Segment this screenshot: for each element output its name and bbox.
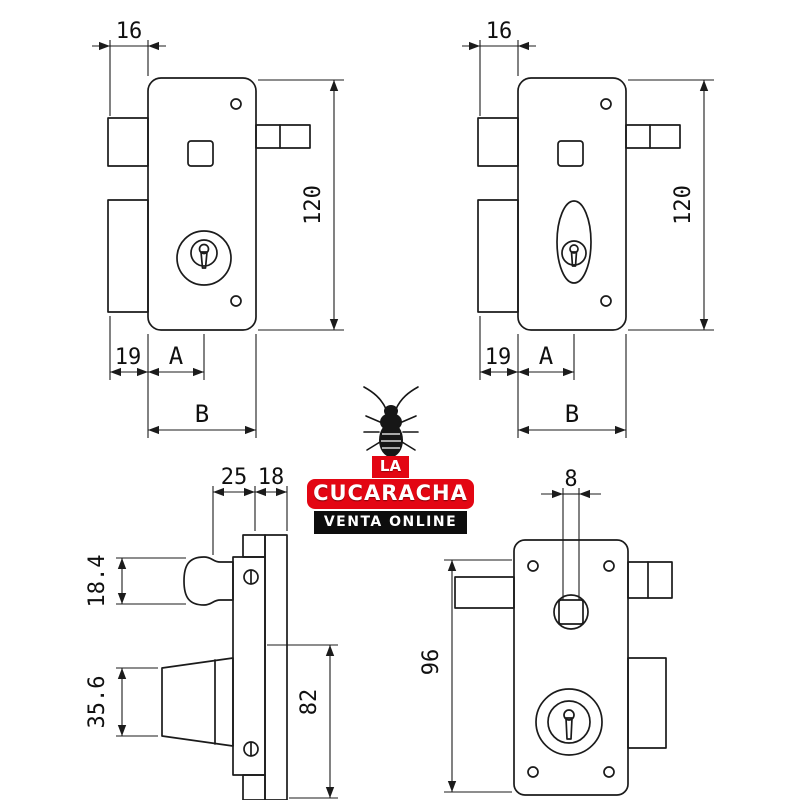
dimension-square: 8 (541, 467, 601, 600)
mounting-plate (264, 534, 288, 800)
lock-view-side: 25 18 18.4 35.6 82 (85, 465, 338, 800)
dimension-height: 120 (258, 79, 344, 331)
deadbolt (161, 657, 234, 747)
faceplate (517, 77, 627, 331)
body-top-cap (242, 534, 266, 558)
dim-label-body-height: 96 (419, 649, 444, 676)
brand-la-text: LA (379, 457, 402, 475)
dim-label-offset: 16 (116, 19, 143, 44)
dimension-knob-height: 18.4 (85, 555, 186, 608)
cylinder-knob (183, 556, 234, 606)
lock-outline (454, 539, 673, 796)
deadbolt (627, 657, 667, 749)
brand-la-badge: LA (371, 456, 410, 478)
case-upper (477, 117, 519, 167)
brand-tagline-banner: VENTA ONLINE (313, 511, 468, 534)
dimension-backset-a: 19 A (479, 316, 575, 438)
latch-bolt (625, 124, 681, 149)
lock-view-body-front: 8 96 (419, 467, 673, 796)
keyhole (198, 243, 210, 255)
lock-outline (477, 77, 681, 331)
screw-hole (230, 98, 242, 110)
screw-hole (603, 560, 615, 572)
dim-label-a: A (169, 342, 184, 370)
lock-outline (107, 77, 311, 331)
keyhole (569, 244, 579, 254)
lock-view-front-right: 16 120 19 A B (462, 19, 714, 438)
spindle-square-hole (557, 140, 584, 167)
case-upper (107, 117, 149, 167)
dim-label-offset: 16 (486, 19, 513, 44)
dimension-b: B (518, 334, 627, 438)
lock-view-front-left: 16 120 19 A B (92, 19, 344, 438)
dim-label-depth-front: 25 (221, 465, 248, 490)
cockroach-icon (362, 386, 419, 457)
dim-label-length: 82 (297, 689, 322, 716)
dim-label-depth-back: 18 (258, 465, 285, 490)
latch-bolt (627, 561, 673, 599)
dimension-offset: 16 (92, 19, 166, 116)
oval-cylinder (556, 200, 592, 284)
case-lower (107, 199, 149, 313)
dim-label-backset: 19 (485, 345, 512, 370)
dim-label-knob-height: 18.4 (85, 555, 110, 608)
brand-name-banner: CUCARACHA (307, 479, 474, 509)
dim-label-height: 120 (301, 185, 326, 225)
body-bottom-cap (242, 774, 266, 800)
dimension-backset-a: 19 A (109, 316, 205, 438)
screw-hole (527, 560, 539, 572)
screw (243, 569, 259, 585)
faceplate (147, 77, 257, 331)
dimension-length: 82 (267, 644, 338, 799)
dim-label-b: B (195, 400, 209, 428)
dim-label-backset: 19 (115, 345, 142, 370)
brand-logo: LA CUCARACHA VENTA ONLINE (307, 384, 474, 534)
screw (243, 741, 259, 757)
dim-label-square: 8 (564, 467, 577, 492)
screw-hole (527, 766, 539, 778)
brand-name-text: CUCARACHA (313, 481, 468, 505)
screw-hole (230, 295, 242, 307)
brand-tagline-text: VENTA ONLINE (323, 514, 458, 530)
dim-label-height: 120 (671, 185, 696, 225)
dim-label-b: B (565, 400, 579, 428)
screw-hole (600, 98, 612, 110)
left-bolt-guide (454, 576, 515, 609)
follower-ring (553, 594, 589, 630)
dimension-b: B (148, 334, 257, 438)
keyhole (563, 709, 575, 721)
dimension-offset: 16 (462, 19, 536, 116)
cylinder-inner (561, 240, 587, 266)
cylinder-inner (547, 700, 591, 744)
case-lower (477, 199, 519, 313)
cylinder-inner (190, 239, 218, 267)
dim-label-bolt-height: 35.6 (85, 676, 110, 729)
cylinder-outer (535, 688, 603, 756)
dimension-bolt-height: 35.6 (85, 667, 158, 737)
screw-hole (603, 766, 615, 778)
dimension-depth: 25 18 (212, 465, 288, 555)
dimension-height: 120 (628, 79, 714, 331)
cylinder-outer (176, 230, 232, 286)
spindle-square-hole (558, 599, 584, 625)
latch-bolt (255, 124, 311, 149)
screw-hole (600, 295, 612, 307)
dim-label-a: A (539, 342, 554, 370)
lock-outline (161, 534, 288, 800)
lock-body (513, 539, 629, 796)
dimension-body-height: 96 (419, 559, 512, 793)
spindle-square-hole (187, 140, 214, 167)
